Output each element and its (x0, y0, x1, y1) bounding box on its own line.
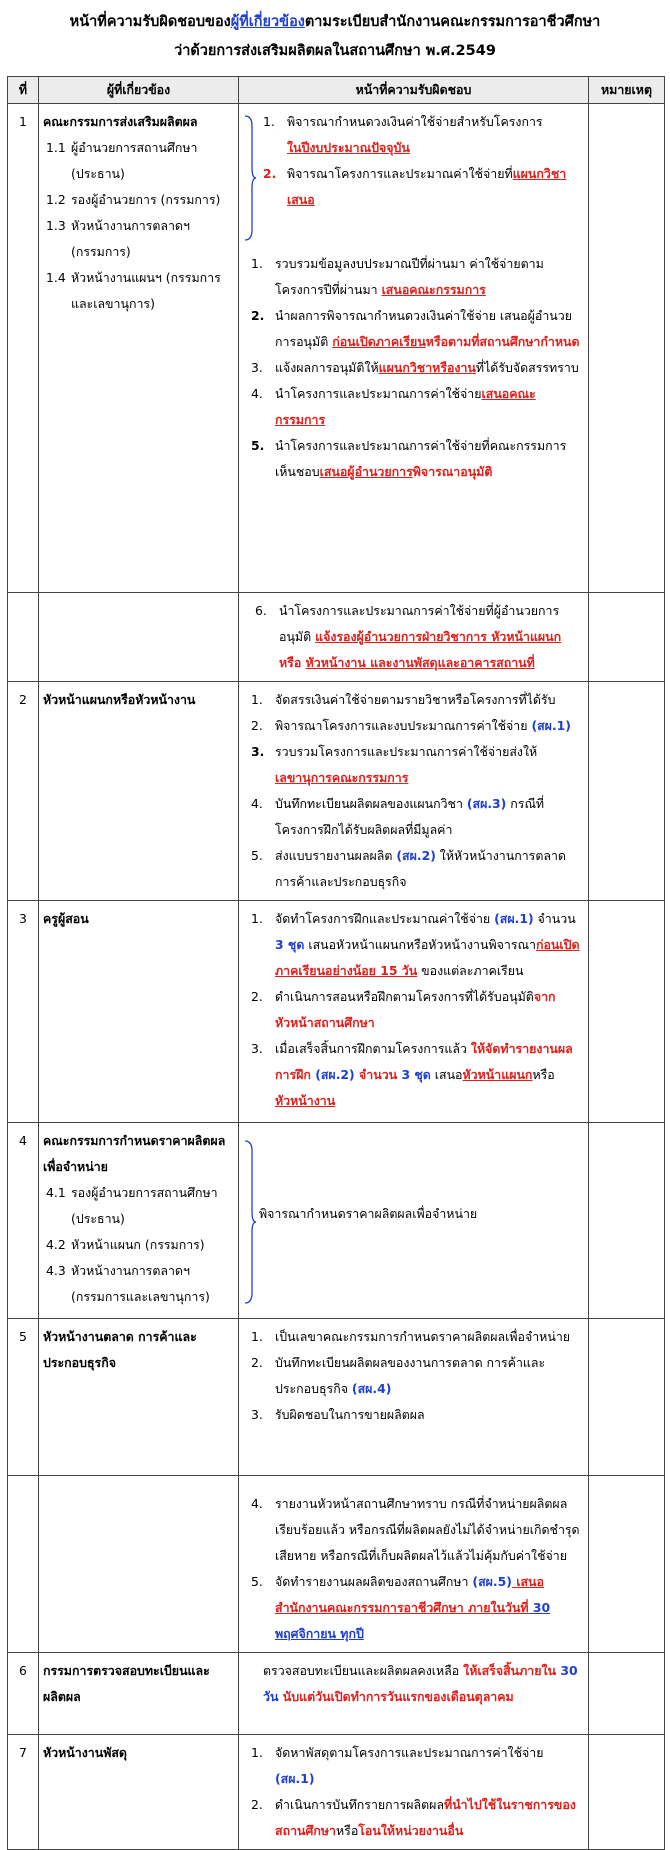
who-cell (38, 1475, 239, 1653)
duty-cell: 1.จัดทำโครงการฝึกและประมาณค่าใช้จ่าย (สผ… (238, 900, 589, 1123)
table-row: 3 ครูผู้สอน 1.จัดทำโครงการฝึกและประมาณค่… (7, 900, 665, 1123)
duty-item: 1.จัดหาพัสดุตามโครงการและประมาณการค่าใช้… (251, 1745, 544, 1786)
who-heading: คณะกรรมการส่งเสริมผลิตผล (43, 114, 198, 129)
note-cell (588, 1475, 665, 1653)
duty-cell: 1.จัดหาพัสดุตามโครงการและประมาณการค่าใช้… (238, 1734, 589, 1850)
title-line-2: ว่าด้วยการส่งเสริมผลิตผลในสถานศึกษา พ.ศ.… (174, 43, 496, 59)
curly-brace (244, 1140, 257, 1304)
table-row: 2 หัวหน้าแผนกหรือหัวหน้างาน 1.จัดสรรเงิน… (7, 681, 665, 901)
curly-brace (244, 115, 257, 241)
note-cell (588, 1318, 665, 1476)
who-cell: กรรมการตรวจสอบทะเบียนและผลิตผล (38, 1652, 239, 1735)
duty-group-b: 1.รวบรวมข้อมูลงบประมาณปีที่ผ่านมา ค่าใช้… (243, 251, 582, 485)
header-note: หมายเหตุ (588, 76, 665, 104)
duty-item: 1.รวบรวมข้อมูลงบประมาณปีที่ผ่านมา ค่าใช้… (251, 256, 544, 297)
note-cell (588, 1122, 665, 1319)
who-cell: หัวหน้างานตลาด การค้าและประกอบธุรกิจ (38, 1318, 239, 1476)
note-cell (588, 900, 665, 1123)
table-row: 6.นำโครงการและประมาณการค่าใช้จ่ายที่ผู้อ… (7, 592, 665, 682)
table-row: 5 หัวหน้างานตลาด การค้าและประกอบธุรกิจ 1… (7, 1318, 665, 1476)
header-duty: หน้าที่ความรับผิดชอบ (238, 76, 589, 104)
who-heading: หัวหน้างานตลาด การค้าและประกอบธุรกิจ (43, 1329, 197, 1370)
duty-item: 2.ดำเนินการบันทึกรายการผลิตผลที่นำไปใช้ใ… (251, 1797, 576, 1838)
duty-cell: 1.พิจารณากำหนดวงเงินค่าใช้จ่ายสำหรับโครง… (238, 103, 589, 593)
who-heading: หัวหน้างานพัสดุ (43, 1745, 127, 1760)
row-number: 2 (7, 681, 39, 901)
table-header-row: ที่ ผู้ที่เกี่ยวข้อง หน้าที่ความรับผิดชอ… (7, 76, 665, 104)
title-highlight: ผู้ที่เกี่ยวข้อง (230, 14, 305, 30)
row-number: 3 (7, 900, 39, 1123)
note-cell (588, 681, 665, 901)
duty-item: 4.บันทึกทะเบียนผลิตผลของแผนกวิชา (สผ.3) … (251, 796, 545, 837)
duty-item: 5.ส่งแบบรายงานผลผลิต (สผ.2) ให้หัวหน้างา… (251, 848, 566, 889)
duty-item: 2.พิจารณาโครงการและประมาณค่าใช้จ่ายที่แผ… (263, 166, 567, 207)
who-cell: ครูผู้สอน (38, 900, 239, 1123)
duty-cell: ตรวจสอบทะเบียนและผลิตผลคงเหลือ ให้เสร็จส… (238, 1652, 589, 1735)
duty-cell: 1.เป็นเลขาคณะกรรมการกำหนดราคาผลิตผลเพื่อ… (238, 1318, 589, 1476)
duty-item: 1.จัดทำโครงการฝึกและประมาณค่าใช้จ่าย (สผ… (251, 911, 580, 978)
row-number: 1 (7, 103, 39, 593)
table-row: 4 คณะกรรมการกำหนดราคาผลิตผลเพื่อจำหน่าย … (7, 1122, 665, 1319)
row-number (7, 592, 39, 682)
duty-group-a: 1.พิจารณากำหนดวงเงินค่าใช้จ่ายสำหรับโครง… (243, 109, 582, 213)
duty-cell: 6.นำโครงการและประมาณการค่าใช้จ่ายที่ผู้อ… (238, 592, 589, 682)
duty-item: 2.ดำเนินการสอนหรือฝึกตามโครงการที่ได้รับ… (251, 989, 556, 1030)
who-heading: หัวหน้าแผนกหรือหัวหน้างาน (43, 692, 196, 707)
note-cell (588, 592, 665, 682)
duty-item: 1.พิจารณากำหนดวงเงินค่าใช้จ่ายสำหรับโครง… (263, 114, 543, 155)
document-title: หน้าที่ความรับผิดชอบของผู้ที่เกี่ยวข้องต… (0, 8, 670, 66)
duty-item: 5.นำโครงการและประมาณการค่าใช้จ่ายที่คณะก… (251, 438, 567, 479)
who-heading: ครูผู้สอน (43, 911, 89, 926)
who-heading: กรรมการตรวจสอบทะเบียนและผลิตผล (43, 1663, 210, 1704)
duty-cell: 1.จัดสรรเงินค่าใช้จ่ายตามรายวิชาหรือโครง… (238, 681, 589, 901)
duty-item: 3.เมื่อเสร็จสิ้นการฝึกตามโครงการแล้ว ให้… (251, 1041, 573, 1108)
who-cell: หัวหน้าแผนกหรือหัวหน้างาน (38, 681, 239, 901)
duty-item: 6.นำโครงการและประมาณการค่าใช้จ่ายที่ผู้อ… (255, 603, 562, 670)
duty-item: 3.รวบรวมโครงการและประมาณการค่าใช้จ่ายส่ง… (251, 744, 538, 785)
duty-text: ตรวจสอบทะเบียนและผลิตผลคงเหลือ ให้เสร็จส… (263, 1663, 578, 1704)
responsibility-table: ที่ ผู้ที่เกี่ยวข้อง หน้าที่ความรับผิดชอ… (7, 76, 665, 1850)
who-cell: หัวหน้างานพัสดุ (38, 1734, 239, 1850)
header-no: ที่ (7, 76, 39, 104)
note-cell (588, 1734, 665, 1850)
who-cell (38, 592, 239, 682)
duty-item: 3.รับผิดชอบในการขายผลิตผล (251, 1407, 425, 1422)
who-heading: คณะกรรมการกำหนดราคาผลิตผลเพื่อจำหน่าย (43, 1133, 226, 1174)
duty-item: 4.นำโครงการและประมาณการค่าใช้จ่ายเสนอคณะ… (251, 386, 536, 427)
duty-item: 5.จัดทำรายงานผลผลิตของสถานศึกษา (สผ.5) เ… (251, 1574, 551, 1641)
duty-item: 2.นำผลการพิจารณากำหนดวงเงินค่าใช้จ่าย เส… (251, 308, 580, 349)
row-number: 5 (7, 1318, 39, 1476)
duty-item: 1.เป็นเลขาคณะกรรมการกำหนดราคาผลิตผลเพื่อ… (251, 1329, 571, 1344)
row-number: 7 (7, 1734, 39, 1850)
duty-cell: พิจารณากำหนดราคาผลิตผลเพื่อจำหน่าย (238, 1122, 589, 1319)
row-number: 4 (7, 1122, 39, 1319)
duty-item: 4.รายงานหัวหน้าสถานศึกษาทราบ กรณีที่จำหน… (251, 1496, 580, 1563)
header-who: ผู้ที่เกี่ยวข้อง (38, 76, 239, 104)
row-number: 6 (7, 1652, 39, 1735)
who-cell: คณะกรรมการกำหนดราคาผลิตผลเพื่อจำหน่าย 4.… (38, 1122, 239, 1319)
duty-item: 2.บันทึกทะเบียนผลิตผลของงานการตลาด การค้… (251, 1355, 546, 1396)
table-row: 7 หัวหน้างานพัสดุ 1.จัดหาพัสดุตามโครงการ… (7, 1734, 665, 1850)
duty-cell: 4.รายงานหัวหน้าสถานศึกษาทราบ กรณีที่จำหน… (238, 1475, 589, 1653)
duty-item: 3.แจ้งผลการอนุมัติให้แผนกวิชาหรืองานที่ไ… (251, 360, 579, 375)
note-cell (588, 103, 665, 593)
duty-item: 1.จัดสรรเงินค่าใช้จ่ายตามรายวิชาหรือโครง… (251, 692, 556, 707)
row-number (7, 1475, 39, 1653)
duty-item: 2.พิจารณาโครงการและงบประมาณการค่าใช้จ่าย… (251, 718, 571, 733)
duty-text: พิจารณากำหนดราคาผลิตผลเพื่อจำหน่าย (259, 1206, 478, 1221)
table-row: 6 กรรมการตรวจสอบทะเบียนและผลิตผล ตรวจสอบ… (7, 1652, 665, 1735)
title-line-1: หน้าที่ความรับผิดชอบของผู้ที่เกี่ยวข้องต… (69, 14, 601, 30)
note-cell (588, 1652, 665, 1735)
table-row: 4.รายงานหัวหน้าสถานศึกษาทราบ กรณีที่จำหน… (7, 1475, 665, 1653)
